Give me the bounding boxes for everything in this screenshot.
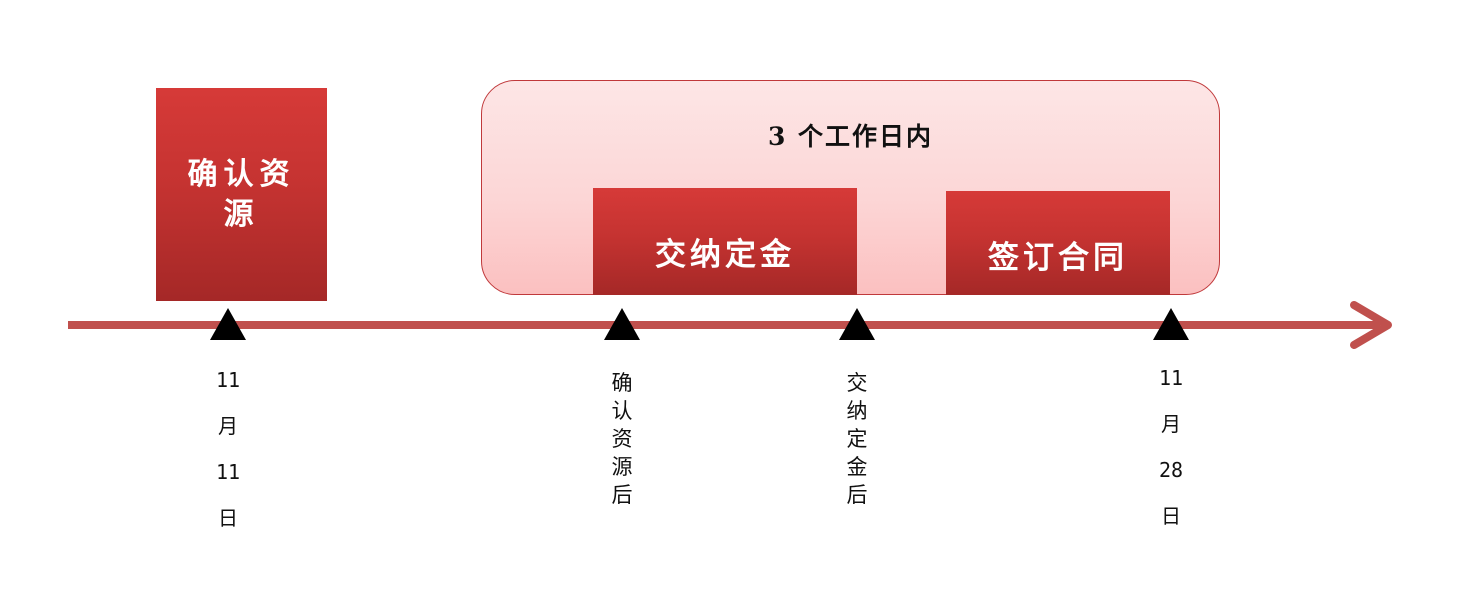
date-month-char: 月 xyxy=(218,414,238,438)
group-title: 3 个工作日内 xyxy=(767,122,934,151)
date-month-num: 11 xyxy=(1158,366,1184,390)
milestone-label-start: 11 月 11 日 xyxy=(198,357,258,541)
arrowhead-icon xyxy=(1350,301,1392,349)
step-confirm-resources: 确认资源 xyxy=(156,88,327,301)
milestone-marker-icon xyxy=(1153,308,1189,340)
date-day-char: 日 xyxy=(1161,504,1181,528)
date-month-num: 11 xyxy=(215,368,241,392)
milestone-marker-icon xyxy=(210,308,246,340)
step-pay-deposit: 交纳定金 xyxy=(593,188,857,295)
date-month-char: 月 xyxy=(1161,412,1181,436)
milestone-label-after-deposit: 交纳定金后 xyxy=(846,371,868,507)
milestone-label-end: 11 月 28 日 xyxy=(1141,355,1201,539)
milestone-label-after-confirm: 确认资源后 xyxy=(611,371,633,507)
milestone-marker-icon xyxy=(604,308,640,340)
step-sign-contract: 签订合同 xyxy=(946,191,1170,295)
date-day-char: 日 xyxy=(218,506,238,530)
milestone-marker-icon xyxy=(839,308,875,340)
date-day-num: 28 xyxy=(1158,458,1184,482)
date-day-num: 11 xyxy=(215,460,241,484)
